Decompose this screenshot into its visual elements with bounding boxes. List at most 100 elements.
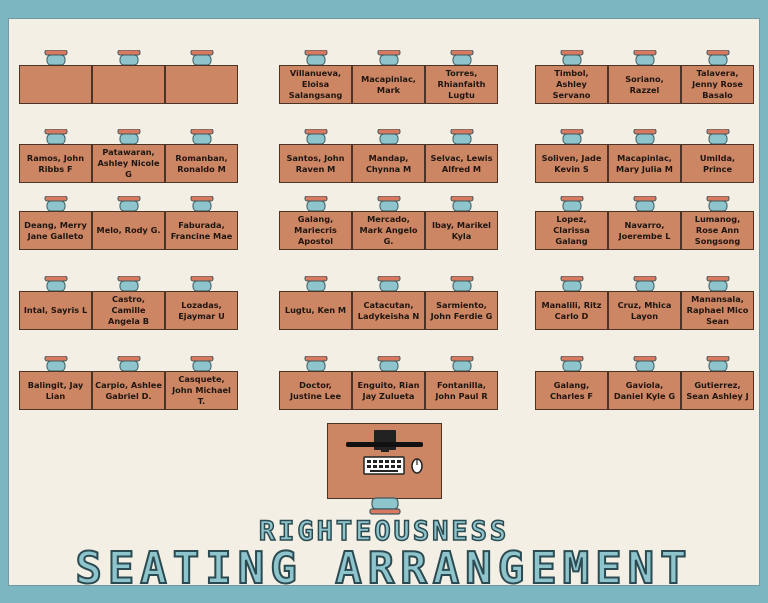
chair-icon: [706, 276, 729, 291]
student-name: Torres, Rhianfaith Lugtu: [437, 68, 486, 100]
chair-icon: [117, 50, 140, 65]
chair-icon: [44, 356, 67, 371]
student-desk: Lopez, Clarissa Galang: [535, 211, 608, 250]
student-name: Talavera, Jenny Rose Basalo: [692, 68, 743, 100]
student-desk: Catacutan, Ladykeisha N: [352, 291, 425, 330]
student-name: Santos, John Raven M: [286, 152, 345, 174]
chair-icon: [560, 276, 583, 291]
chair-icon: [450, 196, 473, 211]
student-desk: Timbol, Ashley Servano: [535, 65, 608, 104]
chair-icon: [304, 276, 327, 291]
student-name: Patawaran, Ashley Nicole G: [97, 147, 160, 179]
student-desk: [165, 65, 238, 104]
chair-icon: [633, 356, 656, 371]
student-name: Carpio, Ashlee Gabriel D.: [95, 379, 162, 401]
student-desk: Manansala, Raphael Mico Sean: [681, 291, 754, 330]
student-name: Timbol, Ashley Servano: [552, 68, 591, 100]
chair-icon: [117, 196, 140, 211]
student-name: Gutierrez, Sean Ashley J: [686, 379, 749, 401]
student-desk: Gaviola, Daniel Kyle G: [608, 371, 681, 410]
student-desk: Sarmiento, John Ferdie G: [425, 291, 498, 330]
student-name: Selvac, Lewis Alfred M: [430, 152, 493, 174]
student-desk: Galang, Charles F: [535, 371, 608, 410]
student-name: Manansala, Raphael Mico Sean: [686, 294, 749, 326]
chair-icon: [190, 129, 213, 144]
chair-icon: [304, 196, 327, 211]
student-desk: Gutierrez, Sean Ashley J: [681, 371, 754, 410]
chair-icon: [44, 50, 67, 65]
chair-icon: [117, 276, 140, 291]
student-name: Lumanog, Rose Ann Songsong: [694, 214, 741, 246]
student-name: Manalili, Ritz Carlo D: [541, 299, 602, 321]
student-desk: Macapinlac, Mary Julia M: [608, 144, 681, 183]
student-desk: Balingit, Jay Lian: [19, 371, 92, 410]
student-desk: Melo, Rody G.: [92, 211, 165, 250]
chair-icon: [190, 196, 213, 211]
student-desk: Soliven, Jade Kevin S: [535, 144, 608, 183]
student-name: Macapinlac, Mark: [361, 73, 416, 95]
student-desk: [19, 65, 92, 104]
student-name: Enguito, Rian Jay Zulueta: [357, 379, 420, 401]
student-name: Ramos, John Ribbs F: [26, 152, 85, 174]
student-desk: Soriano, Razzel: [608, 65, 681, 104]
chair-icon: [377, 356, 400, 371]
student-desk: Mandap, Chynna M: [352, 144, 425, 183]
keyboard-icon: [363, 456, 405, 475]
student-desk: Talavera, Jenny Rose Basalo: [681, 65, 754, 104]
student-name: Umilda, Prince: [699, 152, 736, 174]
student-desk: Mercado, Mark Angelo G.: [352, 211, 425, 250]
mouse-icon: [411, 458, 423, 474]
student-name: Galang, Charles F: [549, 379, 594, 401]
chair-icon: [44, 196, 67, 211]
student-desk: Castro, Camille Angela B: [92, 291, 165, 330]
student-name: Lopez, Clarissa Galang: [553, 214, 590, 246]
student-desk: Torres, Rhianfaith Lugtu: [425, 65, 498, 104]
chair-icon: [377, 196, 400, 211]
chair-icon: [190, 50, 213, 65]
student-name: Navarro, Joerembe L: [618, 219, 671, 241]
student-desk: Umilda, Prince: [681, 144, 754, 183]
student-name: Mandap, Chynna M: [365, 152, 412, 174]
student-name: Villanueva, Eloisa Salangsang: [288, 68, 343, 100]
student-desk: Intal, Sayris L: [19, 291, 92, 330]
student-name: Castro, Camille Angela B: [107, 294, 149, 326]
chair-icon: [633, 50, 656, 65]
chair-icon: [633, 276, 656, 291]
student-name: Deang, Merry Jane Galleto: [24, 219, 87, 241]
chair-icon: [706, 129, 729, 144]
student-name: Romanban, Ronaldo M: [175, 152, 228, 174]
chair-icon: [450, 50, 473, 65]
monitor-icon: [346, 430, 423, 452]
student-name: Doctor, Justine Lee: [289, 379, 342, 401]
student-name: Macapinlac, Mary Julia M: [616, 152, 673, 174]
teacher-desk: [327, 423, 442, 499]
student-desk: Macapinlac, Mark: [352, 65, 425, 104]
student-desk: Villanueva, Eloisa Salangsang: [279, 65, 352, 104]
student-name: Soliven, Jade Kevin S: [541, 152, 602, 174]
student-name: Balingit, Jay Lian: [27, 379, 84, 401]
chair-icon: [706, 196, 729, 211]
teacher-chair: [369, 497, 401, 515]
chair-icon: [190, 276, 213, 291]
student-desk: Lozadas, Ejaymar U: [165, 291, 238, 330]
student-desk: Ramos, John Ribbs F: [19, 144, 92, 183]
chair-icon: [450, 356, 473, 371]
chair-icon: [44, 276, 67, 291]
chair-icon: [304, 356, 327, 371]
student-desk: Navarro, Joerembe L: [608, 211, 681, 250]
chair-icon: [117, 356, 140, 371]
chair-icon: [560, 196, 583, 211]
student-name: Casquete, John Michael T.: [172, 374, 231, 406]
student-name: Fontanilla, John Paul R: [435, 379, 488, 401]
chair-icon: [44, 129, 67, 144]
student-desk: Romanban, Ronaldo M: [165, 144, 238, 183]
chair-icon: [560, 129, 583, 144]
student-desk: Fontanilla, John Paul R: [425, 371, 498, 410]
student-name: Ibay, Marikel Kyla: [432, 219, 491, 241]
student-name: Intal, Sayris L: [23, 305, 88, 316]
student-name: Mercado, Mark Angelo G.: [359, 214, 418, 246]
student-desk: Ibay, Marikel Kyla: [425, 211, 498, 250]
student-name: Faburada, Francine Mae: [170, 219, 233, 241]
student-desk: Manalili, Ritz Carlo D: [535, 291, 608, 330]
student-name: Cruz, Mhica Layon: [617, 299, 672, 321]
